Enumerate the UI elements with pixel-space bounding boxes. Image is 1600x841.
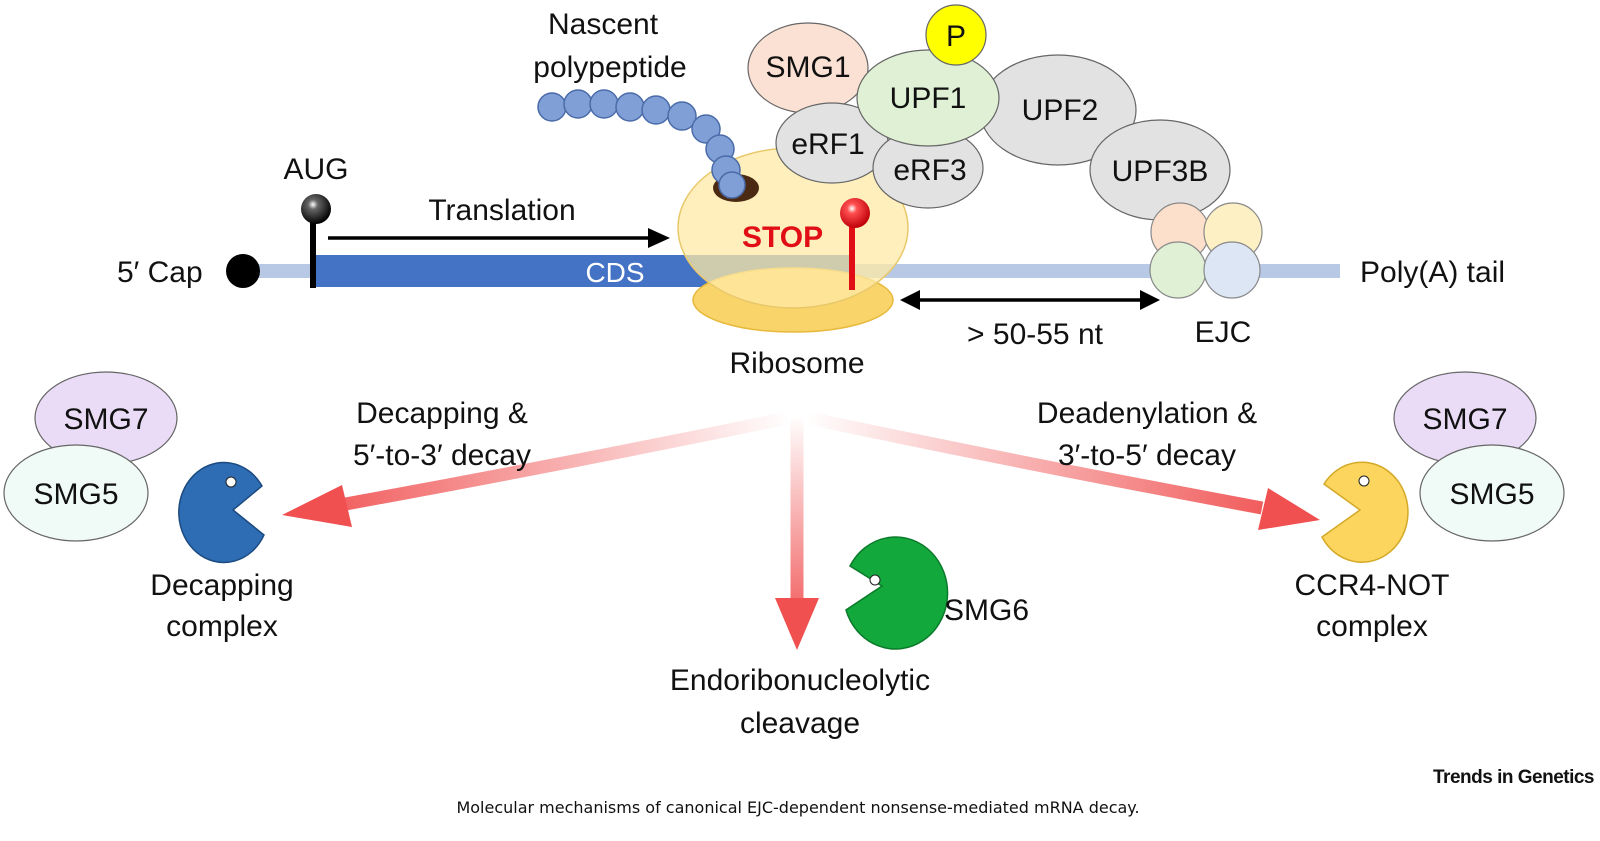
smg6-eye	[869, 574, 881, 586]
upf2-label: UPF2	[1022, 94, 1099, 127]
upf1-label: UPF1	[890, 82, 967, 115]
ribosome-label: Ribosome	[729, 347, 864, 380]
ejc-label: EJC	[1195, 316, 1252, 349]
distance-arrowhead-left-icon	[900, 290, 920, 310]
smg1-label: SMG1	[765, 51, 850, 84]
upf3b-label: UPF3B	[1112, 155, 1209, 188]
decapping-complex-icon	[178, 461, 265, 564]
stop-ball-icon	[840, 198, 870, 228]
smg7-left-label: SMG7	[63, 403, 148, 436]
endo-line1: Endoribonucleolytic	[670, 664, 930, 697]
decapping-complex-line1: Decapping	[150, 569, 293, 602]
polya-label: Poly(A) tail	[1360, 256, 1505, 289]
deadenylation-line1: Deadenylation &	[1037, 397, 1257, 430]
nascent-label-line2: polypeptide	[533, 51, 686, 84]
decapping-arrow	[338, 411, 790, 512]
distance-arrowhead-right-icon	[1140, 290, 1160, 310]
upf1-protein	[856, 49, 1000, 147]
aug-label: AUG	[283, 153, 348, 186]
ccr4-eye	[1358, 475, 1370, 487]
erf1-label: eRF1	[791, 128, 864, 161]
smg7-right-label: SMG7	[1422, 403, 1507, 436]
nascent-label-line1: Nascent	[548, 8, 659, 41]
smg5-left-label: SMG5	[33, 478, 118, 511]
decapping-path-line1: Decapping &	[356, 397, 528, 430]
deadenylation-arrow	[806, 411, 1264, 515]
smg6-label: SMG6	[944, 594, 1029, 627]
cap-label: 5′ Cap	[117, 256, 203, 289]
figure-caption: Molecular mechanisms of canonical EJC-de…	[456, 798, 1139, 817]
decapping-path-line2: 5′-to-3′ decay	[353, 439, 531, 472]
ccr4-not-icon	[1321, 461, 1409, 563]
decapping-eye	[225, 476, 237, 488]
deadenylation-arrowhead-icon	[1258, 488, 1320, 530]
smg5-left-protein	[3, 444, 149, 542]
cap-dot	[226, 254, 260, 288]
phospho-label: P	[946, 20, 966, 53]
phospho-icon	[925, 4, 987, 66]
cds-label: CDS	[585, 257, 644, 288]
deadenylation-line2: 3′-to-5′ decay	[1058, 439, 1236, 472]
translation-arrowhead-icon	[648, 228, 670, 248]
distance-label: > 50-55 nt	[967, 318, 1104, 351]
brand-label: Trends in Genetics	[1433, 767, 1594, 788]
aug-ball-icon	[301, 194, 331, 224]
nascent-polypeptide	[537, 89, 746, 199]
ccr4-line2: complex	[1316, 610, 1428, 643]
erf3-label: eRF3	[893, 154, 966, 187]
endo-line2: cleavage	[740, 707, 860, 740]
translation-label: Translation	[428, 194, 575, 227]
endo-arrowhead-icon	[775, 598, 819, 650]
decapping-complex-line2: complex	[166, 610, 278, 643]
ccr4-line1: CCR4-NOT	[1295, 569, 1450, 602]
smg5-right-label: SMG5	[1449, 478, 1534, 511]
stop-label: STOP	[742, 221, 823, 254]
decapping-arrowhead-icon	[282, 485, 352, 527]
ejc-complex	[1149, 202, 1263, 299]
smg5-right-protein	[1419, 444, 1565, 542]
smg6-icon	[845, 536, 949, 650]
